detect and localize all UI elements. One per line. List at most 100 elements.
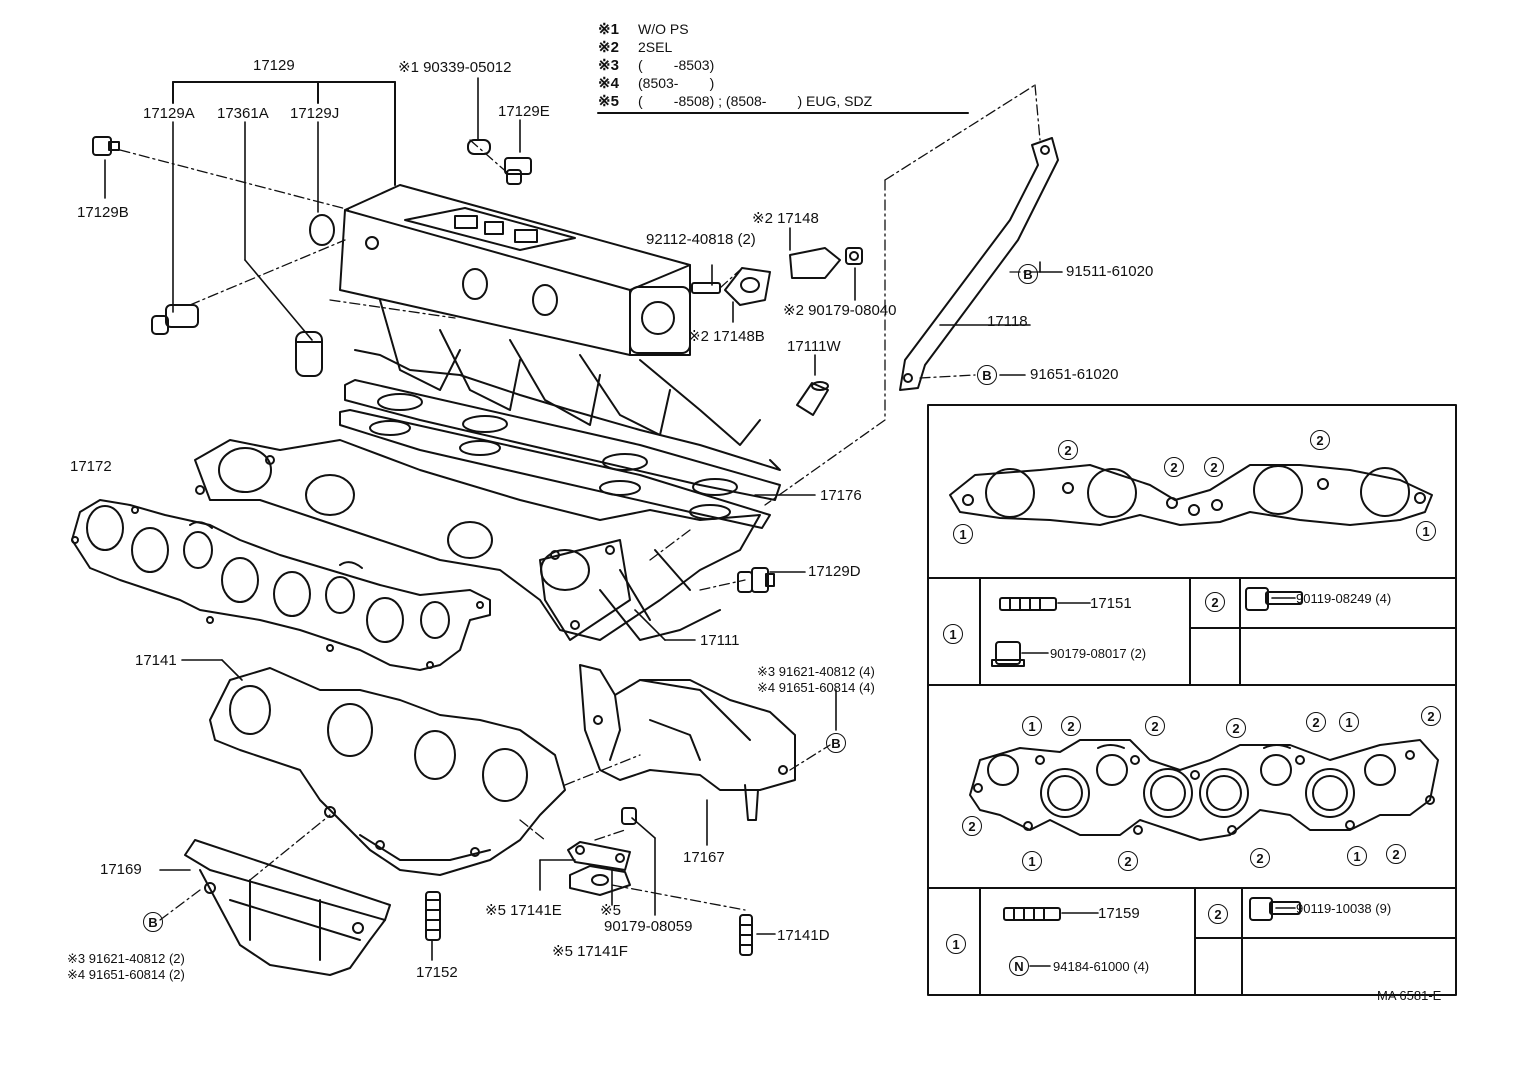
plug-90339-icon	[467, 139, 491, 155]
insulator-17169-icon	[184, 839, 391, 976]
gasket-17141f-icon	[569, 865, 631, 896]
fitting-17129e-icon	[504, 157, 532, 185]
label-17159: 17159	[1098, 905, 1140, 922]
figure-code: MA 6581-E	[1377, 988, 1442, 1003]
note-mark: ※1	[598, 21, 619, 38]
marker-1-icon: 1	[1339, 712, 1359, 732]
marker-1-icon: 1	[953, 524, 973, 544]
label-17148: ※2 17148	[752, 210, 819, 227]
bracket-17129	[172, 81, 396, 186]
label-17141f: ※5 17141F	[552, 943, 628, 960]
valve-17148-icon	[789, 247, 841, 279]
group-2-icon: 2	[1205, 592, 1225, 612]
bolt-17129a-icon	[151, 304, 199, 335]
note-text: ( -8508) ; (8508- ) EUG, SDZ	[638, 93, 873, 109]
inset-exhaust-gasket-icon	[969, 739, 1439, 841]
marker-2-icon: 2	[1226, 718, 1246, 738]
group-1-icon: 1	[943, 624, 963, 644]
note-text: (8503- )	[638, 75, 715, 91]
label-17129a: 17129A	[143, 105, 195, 122]
marker-2-icon: 2	[1310, 430, 1330, 450]
marker-2-icon: 2	[962, 816, 982, 836]
label-90119-08249: 90119-08249 (4)	[1296, 591, 1392, 606]
label-17141: 17141	[135, 652, 177, 669]
group-1-icon: 1	[946, 934, 966, 954]
label-90179-08040: ※2 90179-08040	[783, 302, 897, 319]
leader-lines	[104, 77, 1296, 967]
marker-2-icon: 2	[1250, 848, 1270, 868]
label-17176: 17176	[820, 487, 862, 504]
stud-92112-icon	[691, 282, 721, 294]
label-91651-60814-2: ※4 91651-60814 (2)	[67, 967, 185, 982]
gasket-17148b-icon	[724, 267, 771, 306]
label-17361a: 17361A	[217, 105, 269, 122]
label-17169: 17169	[100, 861, 142, 878]
label-17129j: 17129J	[290, 105, 340, 122]
label-17151: 17151	[1090, 595, 1132, 612]
detail-box	[927, 404, 1457, 996]
exhaust-manifold-17141-icon	[209, 667, 566, 876]
stud-17141d-icon	[739, 914, 753, 956]
coupling-17111w-icon	[796, 381, 829, 416]
marker-2-icon: 2	[1118, 851, 1138, 871]
b-circle-icon: B	[1018, 264, 1038, 284]
group-2-icon: 2	[1208, 904, 1228, 924]
label-17129b: 17129B	[77, 204, 129, 221]
marker-2-icon: 2	[1386, 844, 1406, 864]
label-17167: 17167	[683, 849, 725, 866]
gasket-17172-icon	[71, 499, 491, 671]
stud-17152-icon	[425, 891, 441, 941]
marker-1-icon: 1	[1347, 846, 1367, 866]
label-17129: 17129	[253, 57, 295, 74]
label-90179-08059: 90179-08059	[604, 918, 693, 935]
marker-1-icon: 1	[1416, 521, 1436, 541]
stud-17159-icon	[1003, 907, 1061, 921]
label-17111: 17111	[700, 632, 740, 649]
note-mark: ※3	[598, 57, 619, 74]
note-3: ※3 ( -8503)	[598, 56, 978, 74]
label-90119-10038: 90119-10038 (9)	[1296, 901, 1392, 916]
n-circle-icon: N	[1009, 956, 1029, 976]
note-mark: ※5	[598, 93, 619, 110]
label-17172: 17172	[70, 458, 112, 475]
label-90339-05012: ※1 90339-05012	[398, 59, 512, 76]
label-17152: 17152	[416, 964, 458, 981]
label-91651-60814-4: ※4 91651-60814 (4)	[757, 680, 875, 695]
bolt-90119-10038-icon	[1249, 897, 1301, 921]
label-17141d: 17141D	[777, 927, 830, 944]
marker-1-icon: 1	[1022, 851, 1042, 871]
label-91651-61020: 91651-61020	[1030, 366, 1119, 383]
label-note5-mark: ※5	[600, 902, 621, 919]
heat-insulator-17167-icon	[579, 664, 796, 821]
marker-2-icon: 2	[1058, 440, 1078, 460]
marker-2-icon: 2	[1061, 716, 1081, 736]
note-text: ( -8503)	[638, 57, 715, 73]
marker-1-icon: 1	[1022, 716, 1042, 736]
nut-90179-08040-icon	[845, 247, 863, 265]
note-text: 2SEL	[638, 39, 673, 55]
label-17129d: 17129D	[808, 563, 861, 580]
note-4: ※4 (8503- )	[598, 74, 978, 92]
label-17141e: ※5 17141E	[485, 902, 562, 919]
exhaust-manifold-17111-icon	[194, 439, 761, 641]
note-5: ※5 ( -8508) ; (8508- ) EUG, SDZ	[598, 92, 978, 110]
nut-90179-08017-icon	[991, 641, 1025, 667]
inset-intake-gasket-icon	[949, 464, 1433, 526]
marker-2-icon: 2	[1306, 712, 1326, 732]
label-17129e: 17129E	[498, 103, 550, 120]
stay-17118-icon	[899, 137, 1059, 391]
note-1: ※1 W/O PS	[598, 20, 978, 38]
note-text: W/O PS	[638, 21, 689, 37]
b-circle-icon: B	[826, 733, 846, 753]
label-17148b: ※2 17148B	[688, 328, 765, 345]
label-17118: 17118	[987, 313, 1028, 330]
intake-plenum-icon	[309, 184, 781, 471]
gasket-17141e-icon	[567, 841, 631, 871]
note-mark: ※4	[598, 75, 619, 92]
gasket-17176-icon	[339, 379, 781, 529]
label-17111w: 17111W	[787, 338, 841, 355]
marker-2-icon: 2	[1145, 716, 1165, 736]
